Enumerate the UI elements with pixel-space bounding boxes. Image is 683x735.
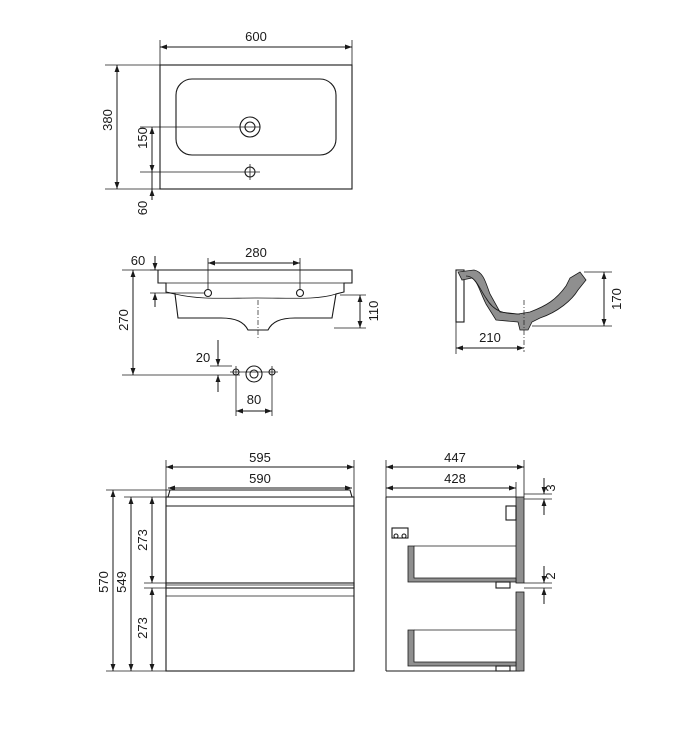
cabinet-total-height-label: 570 [96, 571, 111, 593]
cabinet-outer-depth-label: 447 [444, 450, 466, 465]
cabinet-outer-width-label: 595 [249, 450, 271, 465]
fixing-hole-offset-label: 20 [196, 350, 210, 365]
basin-top-width-label: 600 [245, 29, 267, 44]
basin-top-depth-label: 380 [100, 109, 115, 131]
cabinet-side-back-panel-upper [515, 496, 525, 584]
basin-mount-spacing-label: 280 [245, 245, 267, 260]
cabinet-lower-drawer-label: 273 [135, 617, 150, 639]
cabinet-front-drawer-gap [165, 582, 355, 589]
basin-front-height-label: 270 [116, 309, 131, 331]
basin-front-view: 280 60 270 110 80 20 [116, 245, 381, 416]
fixing-hole-spacing-label: 80 [247, 392, 261, 407]
cabinet-side-siphon-point [393, 533, 399, 539]
cabinet-top-gap-label: 3 [543, 484, 558, 491]
basin-side-height-label: 170 [609, 288, 624, 310]
basin-top-bowl [175, 78, 337, 156]
cabinet-side-back-panel-lower [515, 591, 525, 672]
basin-front-bowl-line [174, 293, 337, 299]
basin-side-inner-line [465, 275, 521, 315]
cabinet-side-hanger [505, 505, 517, 521]
cabinet-inner-width-label: 590 [249, 471, 271, 486]
cabinet-drawer-gap-label: 2 [543, 572, 558, 579]
basin-top-view: 600 380 150 60 [100, 29, 353, 215]
cabinet-inner-depth-label: 428 [444, 471, 466, 486]
cabinet-side-runner [495, 665, 511, 672]
cabinet-body-height-label: 549 [114, 571, 129, 593]
basin-bowl-height-label: 110 [366, 301, 381, 322]
basin-front-outline [157, 269, 353, 331]
basin-top-hole-offset-label: 150 [135, 127, 150, 149]
cabinet-front-top-panel [167, 489, 353, 498]
cabinet-front-view: 595 590 570 549 273 273 [96, 450, 355, 672]
cabinet-side-upper-drawer [407, 545, 517, 583]
cabinet-side-lower-drawer [407, 629, 517, 667]
cabinet-side-runner [495, 581, 511, 589]
basin-side-profile [457, 269, 587, 331]
basin-top-edge-offset-label: 60 [135, 201, 150, 215]
cabinet-side-siphon-bracket [391, 527, 409, 539]
basin-mount-hole-right [295, 288, 305, 298]
fixing-hole-center-inner [249, 369, 259, 379]
basin-side-back-edge [455, 269, 465, 323]
basin-side-depth-label: 210 [479, 330, 501, 345]
basin-rim-label: 60 [131, 253, 145, 268]
cabinet-side-siphon-point [401, 533, 407, 539]
cabinet-upper-drawer-label: 273 [135, 529, 150, 551]
basin-mount-hole-left [203, 288, 213, 298]
basin-side-section: 170 210 [455, 269, 624, 354]
cabinet-side-section: 447 428 3 2 [385, 450, 558, 672]
